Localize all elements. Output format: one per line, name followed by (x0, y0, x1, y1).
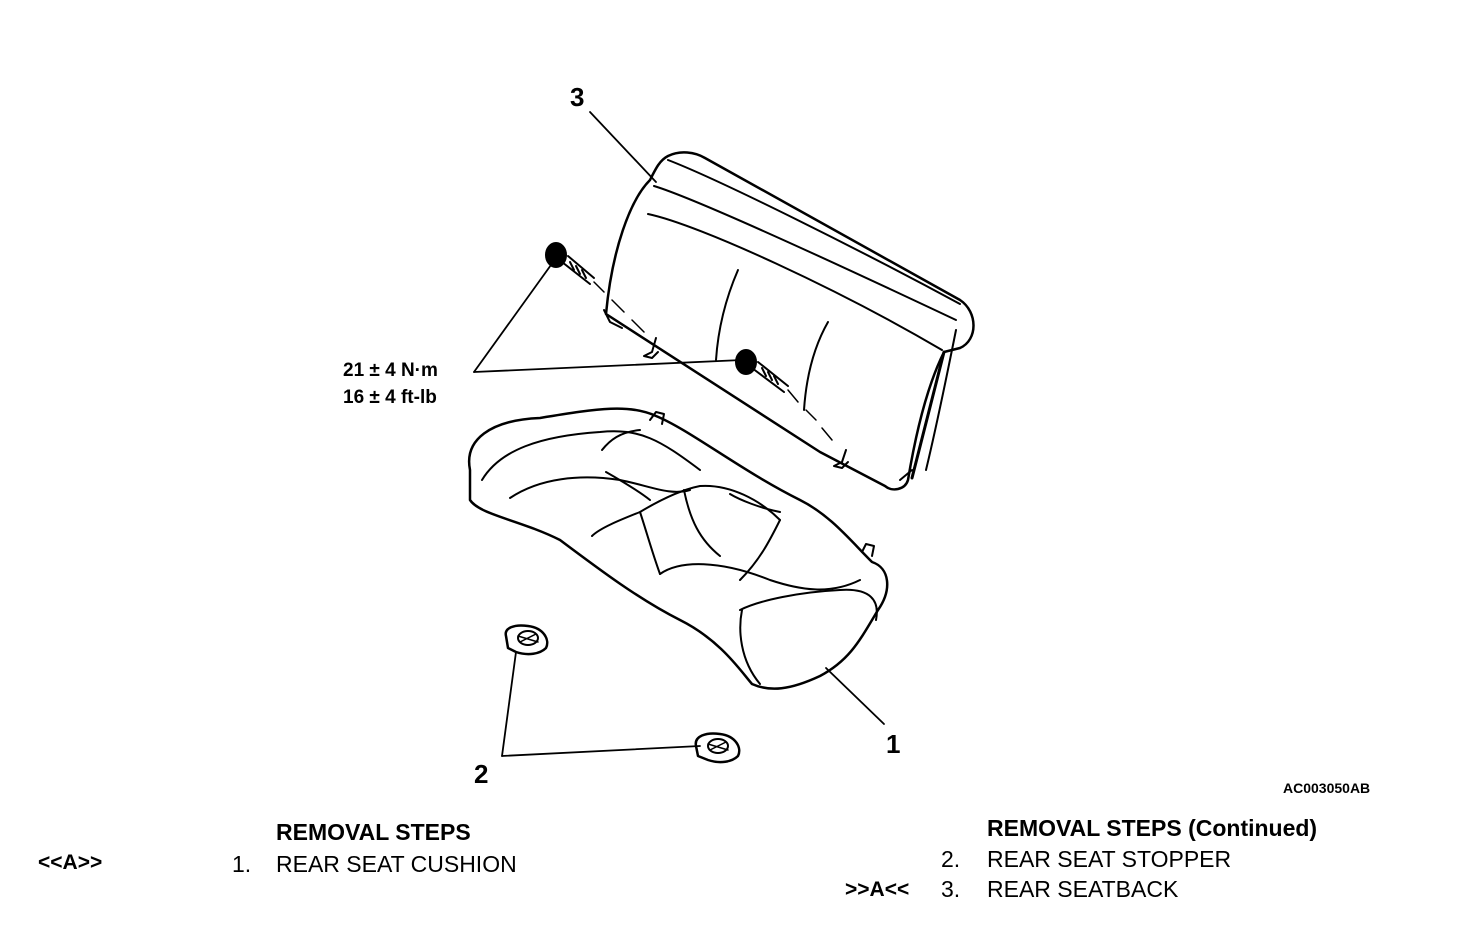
torque-metric: 21 ± 4 N·m (343, 360, 438, 381)
leader-torque-upper (473, 257, 557, 373)
seatback-bolt-upper (545, 242, 595, 285)
step-1-label: REAR SEAT CUSHION (276, 851, 517, 877)
torque-imperial: 16 ± 4 ft-lb (343, 387, 437, 408)
seatback-bolt-lower (735, 349, 789, 393)
rear-seatback (603, 151, 975, 491)
step-3-number: 3. (941, 876, 961, 902)
callout-seatback: 3 (570, 82, 585, 112)
step-2-number: 2. (941, 846, 961, 872)
callout-stoppers: 2 (474, 759, 489, 789)
step-1-marker: <<A>> (38, 851, 103, 874)
leader-torque-lower (473, 359, 743, 373)
rear-seat-stopper-upper (504, 624, 549, 656)
step-3-marker: >>A<< (845, 878, 910, 901)
step-3-label: REAR SEATBACK (987, 876, 1179, 902)
steps-heading: REMOVAL STEPS (276, 819, 471, 845)
figure-id: AC003050AB (1283, 780, 1371, 796)
leader-lines (473, 111, 885, 757)
callout-cushion: 1 (886, 729, 901, 759)
leader-seatback (589, 111, 657, 183)
rear-seat-cushion (467, 407, 889, 690)
rear-seat-stopper-lower (694, 732, 741, 764)
leader-stopper-lower (501, 745, 701, 757)
leader-cushion (825, 667, 885, 725)
step-2-label: REAR SEAT STOPPER (987, 846, 1232, 872)
leader-stopper-upper (501, 651, 517, 757)
steps-continued-heading: REMOVAL STEPS (Continued) (987, 815, 1318, 841)
step-1-number: 1. (232, 851, 252, 877)
